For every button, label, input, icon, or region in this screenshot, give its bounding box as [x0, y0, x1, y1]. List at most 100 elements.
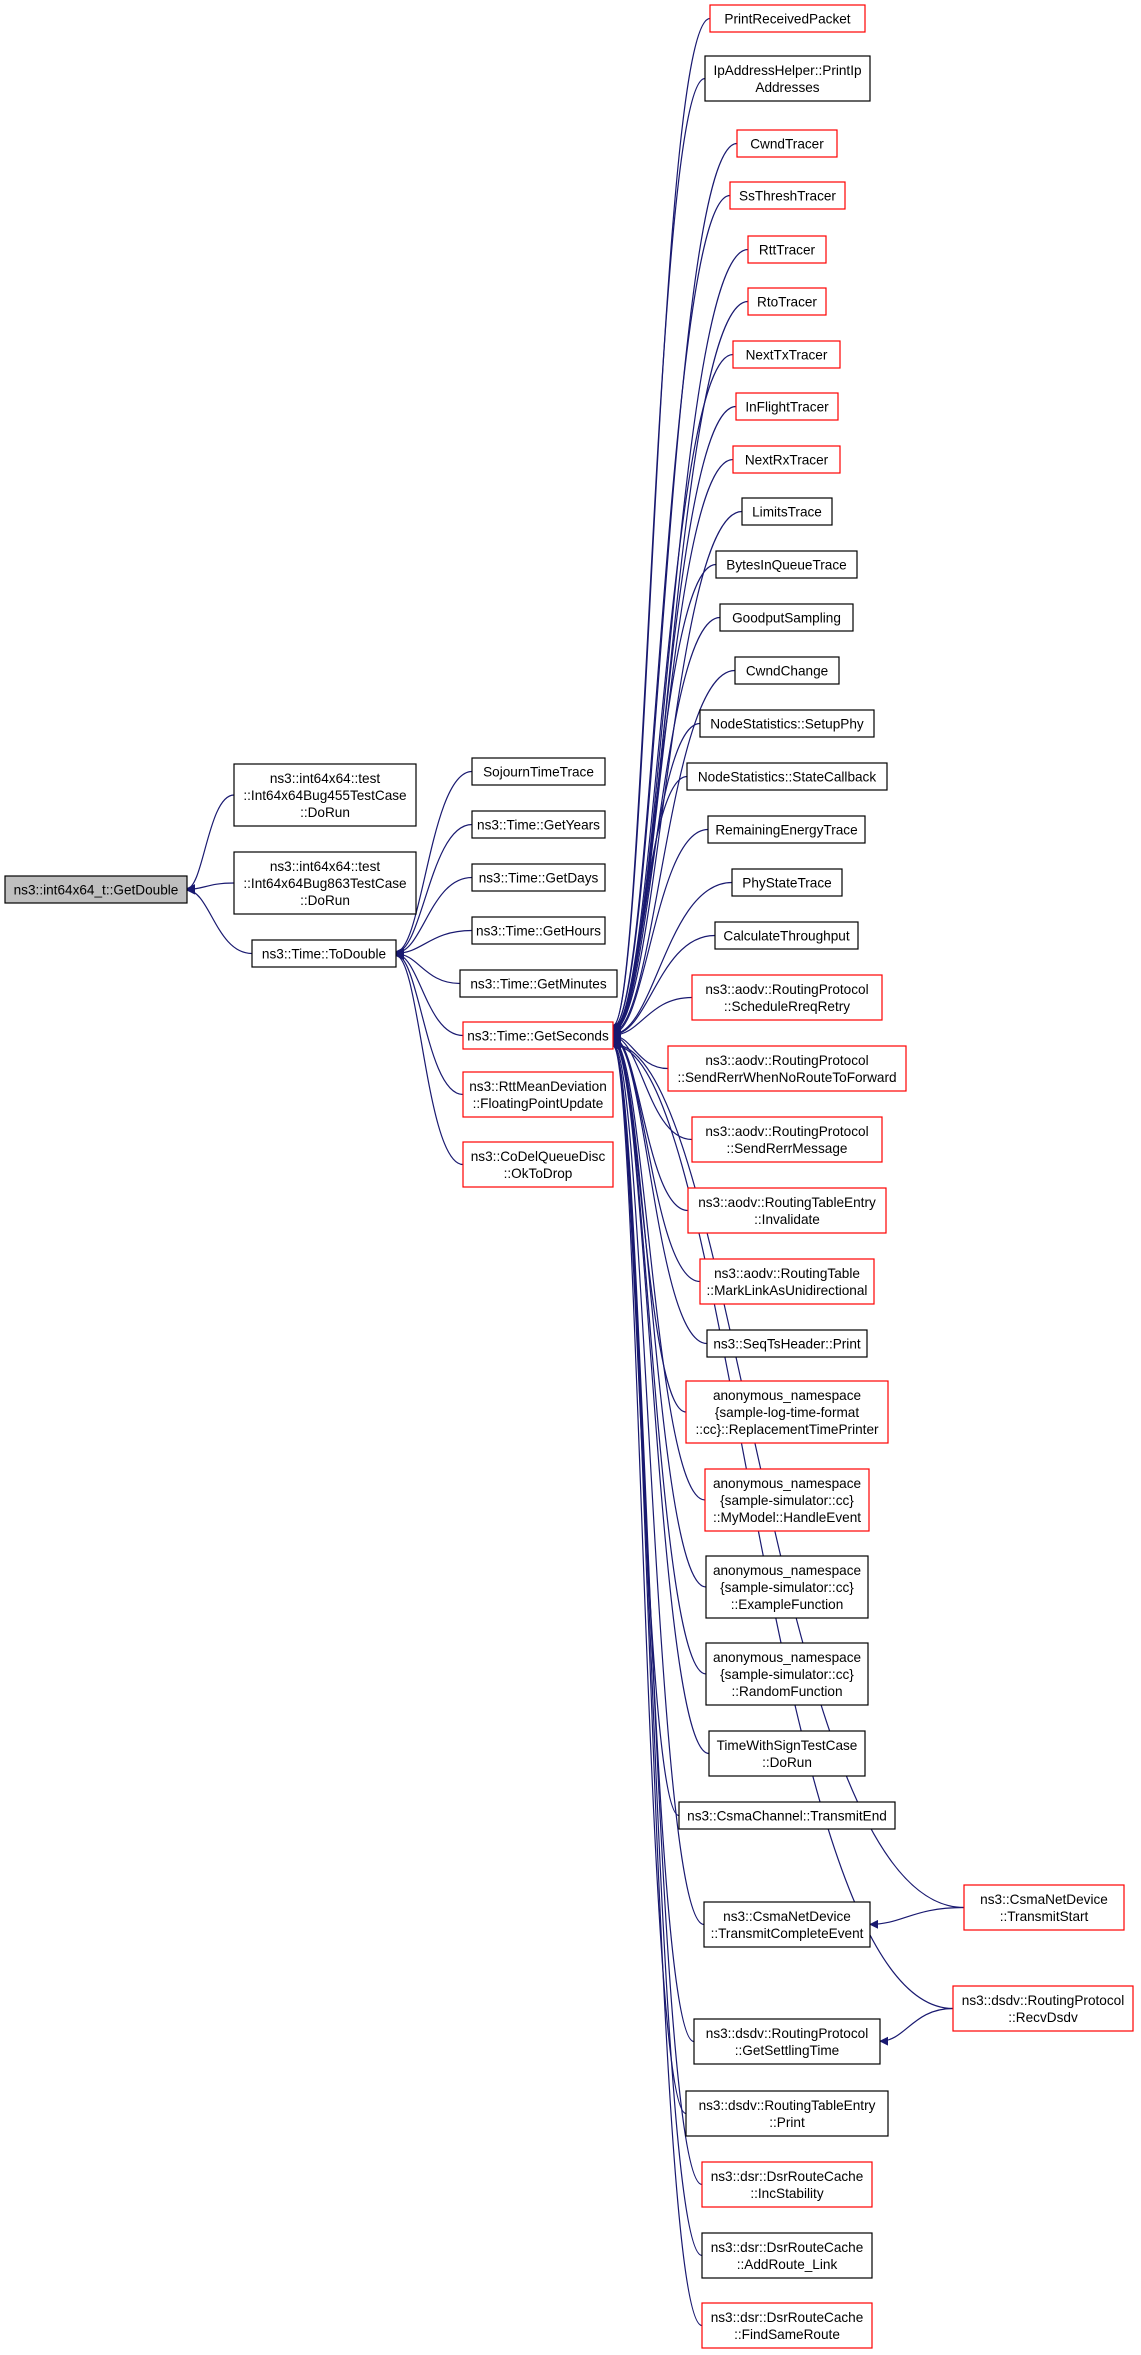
- node-box: [963, 1884, 1125, 1931]
- node-c05[interactable]: RttTracer: [747, 235, 827, 264]
- node-label-line: ::RecvDsdv: [1008, 2010, 1078, 2025]
- call-edge-c22-to-getseconds: [612, 1032, 689, 1212]
- call-edge-rttmean-to-todouble: [395, 950, 464, 1096]
- node-todouble[interactable]: ns3::Time::ToDouble: [251, 939, 397, 968]
- call-edge-c30-to-getseconds: [612, 1039, 680, 1817]
- node-c04[interactable]: SsThreshTracer: [729, 181, 846, 210]
- node-box: [704, 55, 871, 102]
- node-label-line: {sample-simulator::cc}: [720, 1493, 854, 1508]
- node-label-line: ::MarkLinkAsUnidirectional: [707, 1283, 868, 1298]
- node-label-line: ::TransmitStart: [1000, 1909, 1089, 1924]
- node-bug863[interactable]: ns3::int64x64::test::Int64x64Bug863TestC…: [233, 851, 417, 915]
- node-box: [952, 1985, 1134, 2032]
- call-edge-c36-to-getseconds: [612, 1041, 703, 2327]
- node-box: [691, 1116, 883, 1163]
- call-edge-c24-to-getseconds: [612, 1034, 708, 1345]
- node-c20[interactable]: ns3::aodv::RoutingProtocol::SendRerrWhen…: [667, 1045, 907, 1092]
- node-c08[interactable]: InFlightTracer: [735, 392, 839, 421]
- node-c34[interactable]: ns3::dsr::DsrRouteCache::IncStability: [701, 2161, 873, 2208]
- node-box: [4, 875, 188, 904]
- node-c26[interactable]: anonymous_namespace{sample-simulator::cc…: [704, 1468, 870, 1532]
- call-edge-sojourn-to-todouble: [395, 770, 473, 957]
- node-label-line: SojournTimeTrace: [483, 765, 594, 780]
- node-c15[interactable]: NodeStatistics::StateCallback: [686, 762, 888, 791]
- node-label-line: ns3::int64x64::test: [270, 859, 381, 874]
- node-label-line: ::FloatingPointUpdate: [473, 1096, 604, 1111]
- node-bug455[interactable]: ns3::int64x64::test::Int64x64Bug455TestC…: [233, 763, 417, 827]
- node-label-line: ns3::int64x64::test: [270, 771, 381, 786]
- node-label-line: TimeWithSignTestCase: [717, 1738, 858, 1753]
- node-c06[interactable]: RtoTracer: [747, 287, 827, 316]
- node-c17[interactable]: PhyStateTrace: [731, 868, 843, 897]
- node-c25[interactable]: anonymous_namespace{sample-log-time-form…: [685, 1380, 889, 1444]
- node-getseconds[interactable]: ns3::Time::GetSeconds: [462, 1021, 614, 1050]
- node-c29[interactable]: TimeWithSignTestCase::DoRun: [708, 1730, 866, 1777]
- node-rttmean[interactable]: ns3::RttMeanDeviation::FloatingPointUpda…: [462, 1071, 614, 1118]
- node-getyears[interactable]: ns3::Time::GetYears: [471, 810, 606, 839]
- node-c23[interactable]: ns3::aodv::RoutingTable::MarkLinkAsUnidi…: [699, 1258, 875, 1305]
- node-label-line: ::DoRun: [762, 1755, 812, 1770]
- node-c10[interactable]: LimitsTrace: [741, 497, 833, 526]
- node-box: [699, 709, 875, 738]
- node-label-line: ns3::aodv::RoutingTable: [714, 1266, 860, 1281]
- node-box: [699, 1258, 875, 1305]
- node-box: [701, 2232, 873, 2279]
- node-c16[interactable]: RemainingEnergyTrace: [707, 815, 866, 844]
- node-getdays[interactable]: ns3::Time::GetDays: [471, 863, 606, 892]
- node-c33[interactable]: ns3::dsdv::RoutingTableEntry::Print: [685, 2090, 889, 2137]
- node-c07[interactable]: NextTxTracer: [732, 340, 841, 369]
- node-c09[interactable]: NextRxTracer: [732, 445, 841, 474]
- node-c31[interactable]: ns3::CsmaNetDevice::TransmitCompleteEven…: [703, 1901, 871, 1948]
- node-c30[interactable]: ns3::CsmaChannel::TransmitEnd: [678, 1801, 896, 1830]
- node-box: [471, 916, 606, 945]
- node-box: [471, 863, 606, 892]
- node-recvdsdv[interactable]: ns3::dsdv::RoutingProtocol::RecvDsdv: [952, 1985, 1134, 2032]
- node-box: [701, 2161, 873, 2208]
- node-box: [701, 2302, 873, 2349]
- node-getminutes[interactable]: ns3::Time::GetMinutes: [459, 969, 618, 998]
- node-transmitstart[interactable]: ns3::CsmaNetDevice::TransmitStart: [963, 1884, 1125, 1931]
- node-gethours[interactable]: ns3::Time::GetHours: [471, 916, 606, 945]
- node-label-line: ns3::Time::GetYears: [477, 818, 600, 833]
- call-edge-codel-to-todouble: [395, 951, 464, 1166]
- node-label-line: CalculateThroughput: [723, 929, 849, 944]
- node-label-line: ns3::Time::ToDouble: [262, 947, 386, 962]
- node-c01[interactable]: PrintReceivedPacket: [709, 4, 866, 33]
- function-nodes: ns3::int64x64_t::GetDoublens3::int64x64:…: [4, 4, 1134, 2349]
- node-label-line: ::MyModel::HandleEvent: [713, 1510, 861, 1525]
- node-c35[interactable]: ns3::dsr::DsrRouteCache::AddRoute_Link: [701, 2232, 873, 2279]
- node-c13[interactable]: CwndChange: [734, 656, 840, 685]
- node-box: [705, 1642, 869, 1706]
- node-c32[interactable]: ns3::dsdv::RoutingProtocol::GetSettlingT…: [693, 2018, 881, 2065]
- node-codel[interactable]: ns3::CoDelQueueDisc::OkToDrop: [462, 1141, 614, 1188]
- node-label-line: {sample-simulator::cc}: [720, 1667, 854, 1682]
- node-c24[interactable]: ns3::SeqTsHeader::Print: [706, 1329, 868, 1358]
- call-edge-recvdsdv-to-c32: [879, 2007, 954, 2046]
- node-c11[interactable]: BytesInQueueTrace: [715, 550, 858, 579]
- node-box: [462, 1141, 614, 1188]
- node-c12[interactable]: GoodputSampling: [719, 603, 854, 632]
- node-box: [732, 340, 841, 369]
- node-box: [735, 392, 839, 421]
- node-c19[interactable]: ns3::aodv::RoutingProtocol::ScheduleRreq…: [691, 974, 883, 1021]
- node-c21[interactable]: ns3::aodv::RoutingProtocol::SendRerrMess…: [691, 1116, 883, 1163]
- node-c36[interactable]: ns3::dsr::DsrRouteCache::FindSameRoute: [701, 2302, 873, 2349]
- node-box: [687, 1187, 887, 1234]
- node-c27[interactable]: anonymous_namespace{sample-simulator::cc…: [705, 1555, 869, 1619]
- node-c14[interactable]: NodeStatistics::SetupPhy: [699, 709, 875, 738]
- call-edge-c15-to-getseconds: [612, 775, 688, 1038]
- node-c18[interactable]: CalculateThroughput: [714, 921, 859, 950]
- call-edge-c07-to-getseconds: [612, 353, 734, 1034]
- node-label-line: ::SendRerrWhenNoRouteToForward: [677, 1070, 896, 1085]
- node-box: [667, 1045, 907, 1092]
- call-edge-todouble-to-root: [186, 885, 253, 955]
- node-sojourn[interactable]: SojournTimeTrace: [471, 757, 606, 786]
- node-label-line: ns3::dsdv::RoutingTableEntry: [699, 2098, 876, 2113]
- node-c28[interactable]: anonymous_namespace{sample-simulator::cc…: [705, 1642, 869, 1706]
- node-label-line: NextRxTracer: [745, 453, 829, 468]
- node-label-line: ns3::dsdv::RoutingProtocol: [706, 2026, 868, 2041]
- node-c03[interactable]: CwndTracer: [736, 129, 838, 158]
- node-c22[interactable]: ns3::aodv::RoutingTableEntry::Invalidate: [687, 1187, 887, 1234]
- node-label-line: ns3::aodv::RoutingProtocol: [705, 1124, 868, 1139]
